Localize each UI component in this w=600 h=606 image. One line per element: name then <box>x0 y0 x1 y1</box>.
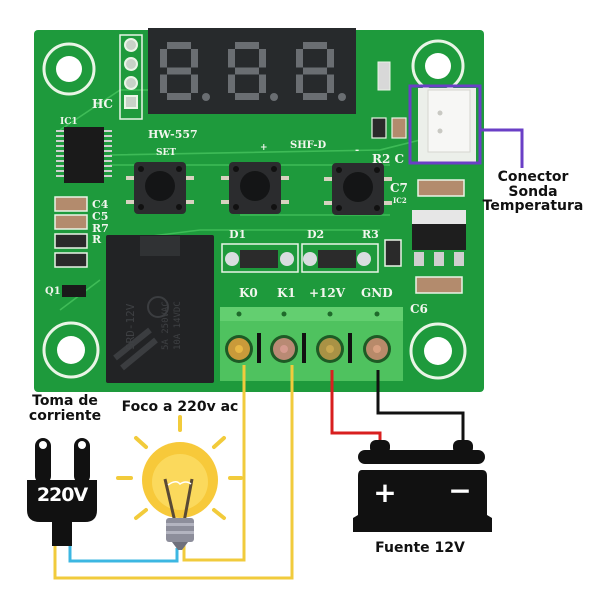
terminal-label-k0: K0 <box>239 286 258 300</box>
led1 <box>377 61 391 91</box>
diodes <box>221 239 402 273</box>
sensor-connector-label-line3: Temperatura <box>482 198 584 215</box>
terminal-block <box>220 307 403 381</box>
sensor-connector-label-line1: Conector <box>497 169 569 185</box>
connector-pointer-line <box>481 128 524 168</box>
mounting-hole <box>409 322 467 380</box>
battery-icon <box>353 440 492 532</box>
relay <box>106 235 214 383</box>
display-digit <box>160 42 210 101</box>
silk-minus: - <box>355 145 359 156</box>
silk-ic2: IC2 <box>393 196 407 205</box>
mounting-holes <box>42 39 467 380</box>
silk-ic1: IC1 <box>60 117 78 127</box>
smd-components-left <box>54 196 88 297</box>
relay-text-rating1: 5A 250VAC <box>161 301 171 350</box>
outlet-label: Toma de corriente <box>15 394 115 423</box>
seven-segment-display <box>148 28 356 114</box>
silk-r3: R3 <box>362 228 379 241</box>
sensor-connector <box>418 88 476 162</box>
silk-r2c: R2 C <box>372 152 404 166</box>
mounting-hole <box>42 321 100 379</box>
outlet-label-line1: Toma de <box>32 393 98 409</box>
plug-voltage-label: 220V <box>36 484 88 506</box>
voltage-regulator <box>412 224 466 250</box>
wire-k0-to-bulb <box>182 365 246 562</box>
terminal-screw <box>270 311 306 363</box>
wire-negative <box>376 370 465 445</box>
plug-icon <box>27 438 97 546</box>
silk-d1: D1 <box>229 228 246 241</box>
light-bulb-icon <box>116 415 243 550</box>
connector-highlight-box <box>408 84 482 165</box>
tactile-button <box>126 162 194 214</box>
bulb-label: Foco a 220v ac <box>121 399 239 415</box>
terminal-label-gnd: GND <box>361 286 393 300</box>
mounting-hole-center <box>57 336 85 364</box>
silk-r: R <box>92 233 102 246</box>
header-pins <box>119 34 143 120</box>
ic1-chip <box>56 127 112 183</box>
tactile-button <box>324 163 392 215</box>
relay-text-model: SRD-12V <box>124 303 137 350</box>
wire-k1-to-outlet <box>53 365 294 580</box>
mounting-hole-center <box>425 53 451 79</box>
sensor-connector-label: Conector Sonda Temperatura <box>478 170 588 214</box>
terminal-screw <box>316 311 352 363</box>
outlet-label-line2: corriente <box>28 407 102 424</box>
smd-components-right <box>371 117 466 294</box>
terminal-screw <box>225 311 261 363</box>
wire-outlet-to-bulb <box>68 545 179 563</box>
relay-text-rating2: 10A 14VDC <box>173 301 183 350</box>
silk-c4: C4 <box>92 198 109 211</box>
silk-c6: C6 <box>410 302 428 316</box>
q1-transistor <box>62 285 86 297</box>
display-digit <box>296 42 346 101</box>
silk-model: HW-557 <box>148 128 198 141</box>
silk-hc: HC <box>92 97 113 111</box>
power-supply-label: Fuente 12V <box>375 540 465 556</box>
terminal-label-k1: K1 <box>277 286 296 300</box>
silk-set: SET <box>156 148 176 158</box>
battery-minus-symbol: − <box>448 474 472 507</box>
silk-c7: C7 <box>390 181 408 195</box>
tactile-button <box>221 162 289 214</box>
wires <box>53 365 465 580</box>
silk-r7: R7 <box>92 222 109 235</box>
terminal-screw <box>363 311 391 363</box>
sensor-connector-label-line2: Sonda <box>508 183 558 200</box>
mounting-hole-center <box>424 337 452 365</box>
battery-plus-symbol: + <box>373 476 397 509</box>
silk-plus: + <box>260 143 268 153</box>
silk-c5: C5 <box>92 210 108 223</box>
silk-q1: Q1 <box>45 286 61 297</box>
silk-shf: SHF-D <box>290 140 326 151</box>
mounting-hole-center <box>56 56 82 82</box>
mounting-hole <box>42 42 96 96</box>
wire-positive <box>330 370 382 445</box>
silk-d2: D2 <box>307 228 324 241</box>
terminal-label-12v: +12V <box>309 286 346 300</box>
display-digit <box>228 42 278 101</box>
